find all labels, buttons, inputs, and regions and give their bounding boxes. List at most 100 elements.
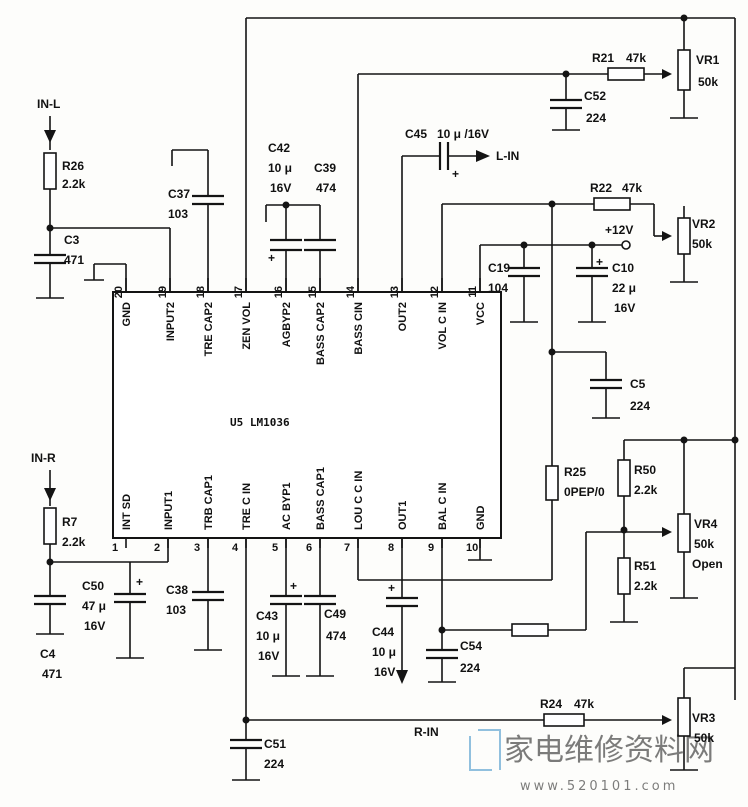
c38-ref: C38 [166,583,188,597]
c51-value: 224 [264,757,284,771]
watermark: 家电维修资料网 www.520101.com [469,729,714,794]
watermark-url: www.520101.com [520,779,678,794]
c50-voltage: 16V [84,619,105,633]
in-r-label: IN-R [31,451,56,465]
vcc-terminal [621,240,631,250]
vr2-wiper-arrow [662,231,672,241]
junction-r26 [46,224,54,232]
r50-resistor [617,459,631,497]
pin-number: 1 [112,542,118,554]
r25-ref: R25 [564,465,586,479]
pin-number: 17 [233,286,245,298]
pin-number: 6 [306,542,312,554]
c4-ref: C4 [40,647,56,661]
vr3-ref: VR3 [692,711,716,725]
junction-bus-right [731,436,739,444]
c4-capacitor [34,594,66,606]
watermark-logo-icon [469,729,501,771]
c49-capacitor [304,594,336,606]
c43-c49-wires [272,538,334,677]
c44-capacitor [386,596,418,608]
pin-name: BASS CIN [353,302,365,355]
c10-ref: C10 [612,261,634,275]
c42-capacitor [270,238,302,252]
junction-r50-r51 [620,526,628,534]
vr2-pot [677,217,691,255]
pin-name: OUT2 [397,302,409,331]
bottom-pin-stubs [125,538,481,548]
pin-number: 4 [232,542,239,554]
c44-plus: + [388,581,395,595]
pin-number: 15 [307,286,319,298]
pin12-wires [441,203,670,466]
c3-value: 471 [64,253,84,267]
pin-name: GND [121,302,133,327]
c10-plus: + [596,255,603,269]
vr4-wiper-arrow [662,527,672,537]
c50-plus: + [136,575,143,589]
pin-name: TRE C IN [241,483,253,530]
r21-resistor [607,67,645,81]
vr4-open: Open [692,557,723,571]
c52-capacitor [550,98,582,110]
c5-ref: C5 [630,377,646,391]
vr3-pot [677,697,691,737]
c42-voltage: 16V [270,181,291,195]
c51-capacitor [230,738,262,750]
c45-capacitor [438,142,450,170]
junction-r7 [46,558,54,566]
c39-capacitor [304,238,336,252]
top-pin-stubs [125,278,481,292]
r26-resistor [43,152,57,190]
pin-name: GND [475,506,487,531]
vr4-value: 50k [694,537,714,551]
c54-ref: C54 [460,639,482,653]
c42-value: 10 μ [268,161,292,175]
vr1-wiper-arrow [662,69,672,79]
junction-vr4-top [680,436,688,444]
pin-number: 16 [273,286,285,298]
c3-capacitor [34,253,66,265]
c45-ref: C45 [405,127,427,141]
c39-ref: C39 [314,161,336,175]
c5-value: 224 [630,399,650,413]
r51-value: 2.2k [634,579,658,593]
in-l-label: IN-L [37,97,60,111]
c44-value: 10 μ [372,645,396,659]
vr1-value: 50k [698,75,718,89]
balance-resistor [511,623,549,637]
vcc-label: +12V [605,223,633,237]
vr1-ref: VR1 [696,53,720,67]
c49-ref: C49 [324,607,346,621]
r7-value: 2.2k [62,535,86,549]
c42-ref: C42 [268,141,290,155]
junction-c51 [242,716,250,724]
vr2-wires [670,206,698,283]
c44-arrow [396,670,408,684]
r24-ref: R24 [540,697,562,711]
c38-wires [194,538,222,651]
pin-name: LOU C C IN [353,471,365,530]
c42-c39-wires [265,204,321,292]
c38-capacitor [192,590,224,602]
r7-resistor [43,507,57,545]
c51-ref: C51 [264,737,286,751]
vcc-wires [479,244,622,323]
r51-resistor [617,557,631,595]
junction-c42 [282,201,290,209]
ic-name: U5 LM1036 [230,416,290,429]
pin-number: 13 [389,286,401,298]
pin-name: BASS CAP1 [315,467,327,530]
r26-value: 2.2k [62,177,86,191]
r50-value: 2.2k [634,483,658,497]
r7-ref: R7 [62,515,78,529]
c10-value: 22 μ [612,281,636,295]
junction-c54 [438,626,446,634]
junction-c5 [548,348,556,356]
pin-number: 8 [388,542,394,554]
junction-vr1-top [680,14,688,22]
pin-name: OUT1 [397,501,409,530]
